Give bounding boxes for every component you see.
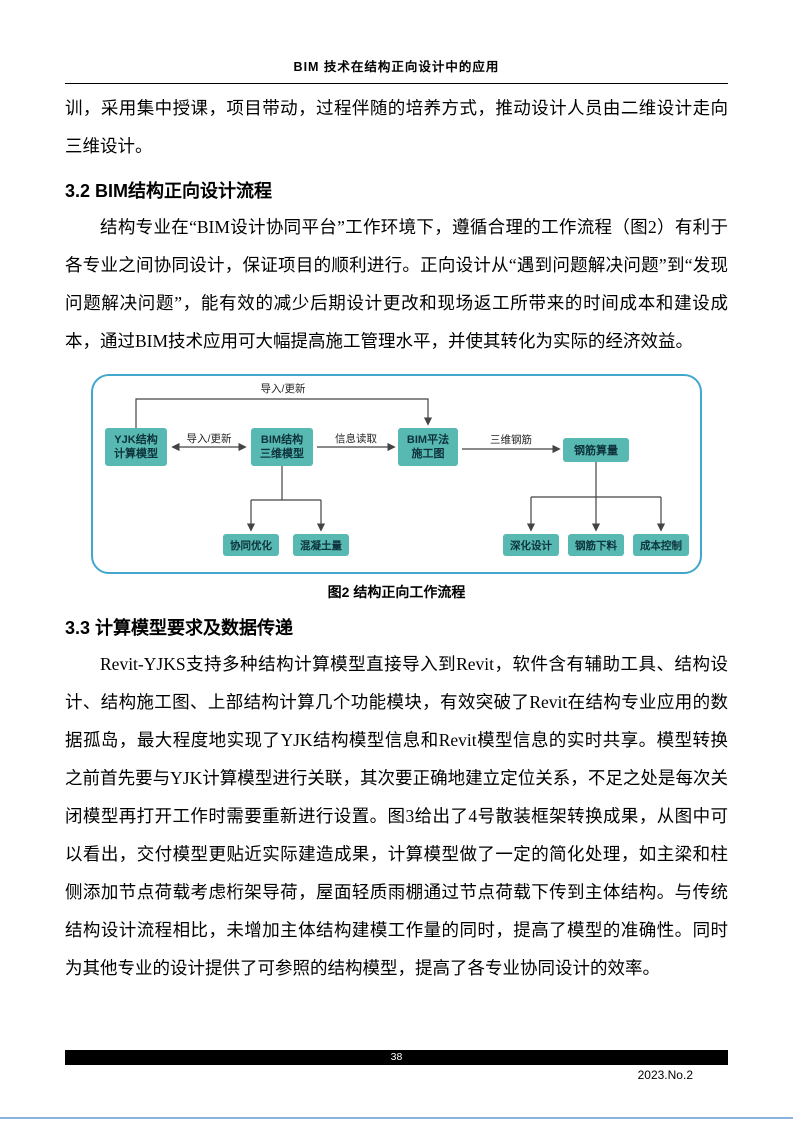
header-divider <box>65 83 728 84</box>
node-deepen-design: 深化设计 <box>503 534 559 556</box>
figure-flowchart: 导入/更新 导入/更新 信息读取 三维钢筋 YJK结构 计算模型 BIM结构 三… <box>91 374 702 574</box>
node-collab-optimization: 协同优化 <box>223 534 279 556</box>
edge-label-import-update: 导入/更新 <box>186 433 232 445</box>
page-content: BIM 技术在结构正向设计中的应用 训，采用集中授课，项目带动，过程伴随的培养方… <box>65 56 728 992</box>
flowchart-arrows <box>135 398 666 532</box>
node-cost-control: 成本控制 <box>633 534 689 556</box>
node-bim-3d-model: BIM结构 三维模型 <box>251 428 313 466</box>
running-head: BIM 技术在结构正向设计中的应用 <box>293 60 500 74</box>
paragraph-3-3: Revit-YJKS支持多种结构计算模型直接导入到Revit，软件含有辅助工具、… <box>65 654 728 978</box>
section-heading-3-2: 3.2 BIM结构正向设计流程 <box>65 181 273 201</box>
issue-label: 2023.No.2 <box>637 1068 693 1082</box>
edge-label-import-update-top: 导入/更新 <box>260 383 306 395</box>
paragraph-3-2: 结构专业在“BIM设计协同平台”工作环境下，遵循合理的工作流程（图2）有利于各专… <box>65 217 728 351</box>
edge-label-rebar-3d: 三维钢筋 <box>490 434 532 446</box>
paragraph-continuation: 训，采用集中授课，项目带动，过程伴随的培养方式，推动设计人员由二维设计走向三维设… <box>65 98 728 156</box>
edge-label-info-read: 信息读取 <box>335 433 377 445</box>
node-bim-drawing: BIM平法 施工图 <box>398 428 458 466</box>
bottom-divider <box>0 1117 793 1119</box>
node-rebar-cutting: 钢筋下料 <box>568 534 624 556</box>
footer-bar: 38 <box>65 1050 728 1065</box>
page-number: 38 <box>390 1051 403 1063</box>
node-concrete-quantity: 混凝土量 <box>293 534 349 556</box>
node-yjk-calc-model: YJK结构 计算模型 <box>105 428 167 466</box>
node-rebar-calc: 钢筋算量 <box>563 438 629 462</box>
figure-caption: 图2 结构正向工作流程 <box>327 584 466 600</box>
section-heading-3-3: 3.3 计算模型要求及数据传递 <box>65 618 294 638</box>
